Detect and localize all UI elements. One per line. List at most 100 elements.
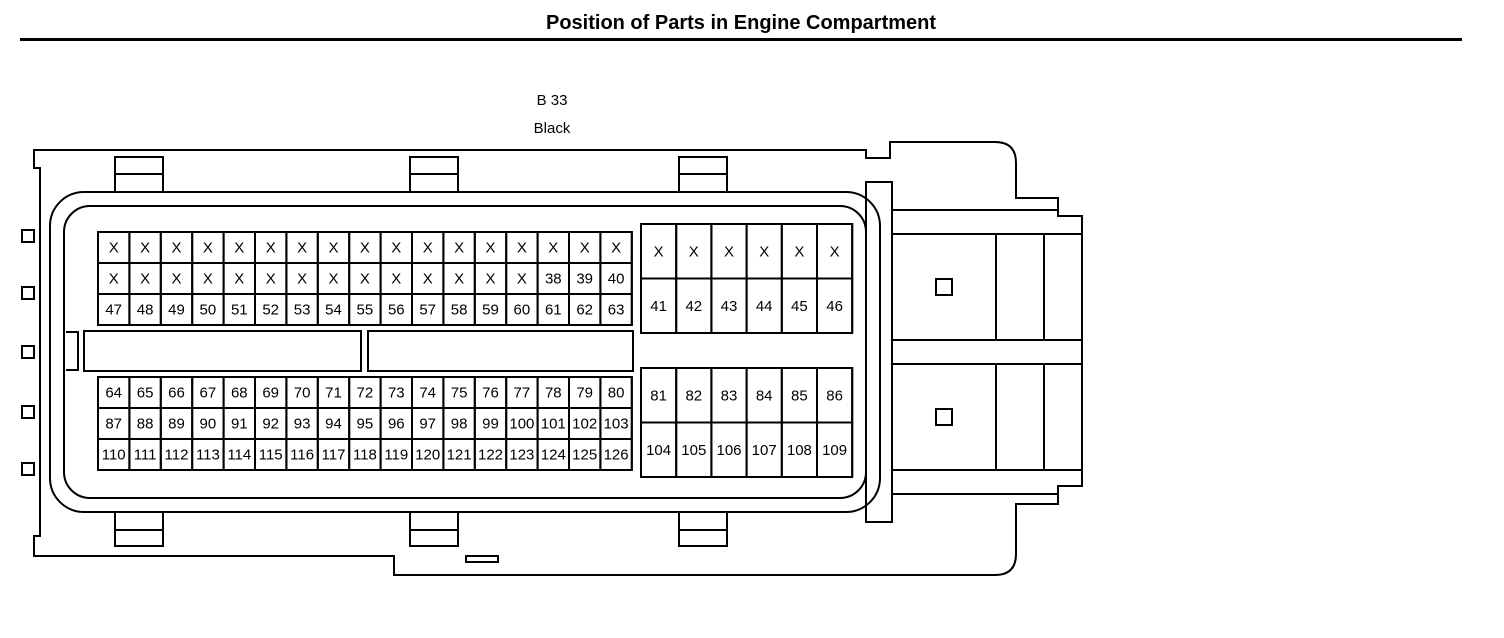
pin-number: 117 — [322, 447, 346, 464]
pin-number: 41 — [650, 298, 667, 315]
pin-number: 113 — [196, 447, 220, 464]
pin-number: 125 — [572, 447, 597, 464]
pin-number: 111 — [134, 447, 157, 464]
pin-number: 124 — [541, 447, 566, 464]
pin-number: 72 — [357, 385, 374, 402]
pin-unused-mark: X — [724, 244, 734, 261]
pin-number: 99 — [482, 416, 499, 433]
pin-number: 59 — [482, 302, 499, 319]
pin-number: 80 — [608, 385, 625, 402]
pin-number: 49 — [168, 302, 185, 319]
pin-number: 96 — [388, 416, 405, 433]
pin-number: 106 — [716, 442, 741, 459]
pin-number: 84 — [756, 388, 773, 405]
pin-unused-mark: X — [454, 240, 464, 257]
pin-number: 63 — [608, 302, 625, 319]
pin-number: 102 — [572, 416, 597, 433]
pin-unused-mark: X — [266, 240, 276, 257]
pin-unused-mark: X — [171, 240, 181, 257]
pin-number: 46 — [826, 298, 843, 315]
pin-unused-mark: X — [580, 240, 590, 257]
pin-cell — [599, 438, 633, 471]
connector-housing — [21, 141, 1083, 576]
pin-unused-mark: X — [140, 240, 150, 257]
pin-number: 82 — [685, 388, 702, 405]
pin-number: 71 — [325, 385, 342, 402]
pin-number: 93 — [294, 416, 311, 433]
pin-number: 42 — [685, 298, 702, 315]
pin-unused-mark: X — [423, 240, 433, 257]
pin-unused-mark: X — [517, 240, 527, 257]
pin-unused-mark: X — [391, 271, 401, 288]
pin-number: 62 — [576, 302, 593, 319]
pin-number: 95 — [357, 416, 374, 433]
pin-number: 104 — [646, 442, 671, 459]
pin-unused-mark: X — [234, 271, 244, 288]
pin-number: 67 — [200, 385, 217, 402]
pin-number: 100 — [509, 416, 534, 433]
pin-unused-mark: X — [109, 271, 119, 288]
pin-number: 126 — [604, 447, 629, 464]
pin-number: 89 — [168, 416, 185, 433]
pin-number: 51 — [231, 302, 248, 319]
pin-number: 119 — [384, 447, 408, 464]
pin-number: 98 — [451, 416, 468, 433]
pin-number: 68 — [231, 385, 248, 402]
pin-number: 40 — [608, 271, 625, 288]
pin-number: 97 — [419, 416, 436, 433]
pin-number: 81 — [650, 388, 667, 405]
pin-number: 118 — [353, 447, 377, 464]
pin-number: 65 — [137, 385, 154, 402]
pin-number: 39 — [576, 271, 593, 288]
pin-unused-mark: X — [203, 240, 213, 257]
pin-number: 116 — [290, 447, 314, 464]
pin-unused-mark: X — [423, 271, 433, 288]
pin-number: 103 — [604, 416, 629, 433]
pin-number: 54 — [325, 302, 342, 319]
pin-unused-mark: X — [234, 240, 244, 257]
pin-number: 47 — [105, 302, 122, 319]
pin-unused-mark: X — [611, 240, 621, 257]
pin-unused-mark: X — [203, 271, 213, 288]
pin-number: 110 — [102, 447, 126, 464]
pin-number: 77 — [514, 385, 531, 402]
pin-unused-mark: X — [454, 271, 464, 288]
pin-number: 123 — [509, 447, 534, 464]
pin-unused-mark: X — [517, 271, 527, 288]
pin-number: 53 — [294, 302, 311, 319]
pin-number: 50 — [200, 302, 217, 319]
pin-number: 91 — [231, 416, 248, 433]
pin-unused-mark: X — [391, 240, 401, 257]
pin-number: 78 — [545, 385, 562, 402]
pin-unused-mark: X — [794, 244, 804, 261]
pin-number: 69 — [262, 385, 279, 402]
connector-id-label: B 33 — [537, 92, 568, 109]
pin-unused-mark: X — [266, 271, 276, 288]
pin-unused-mark: X — [328, 271, 338, 288]
pin-number: 107 — [752, 442, 777, 459]
pin-unused-mark: X — [485, 240, 495, 257]
pin-number: 94 — [325, 416, 342, 433]
pin-number: 60 — [514, 302, 531, 319]
pin-number: 79 — [576, 385, 593, 402]
pin-cell — [816, 421, 854, 478]
pin-cell — [816, 277, 854, 334]
pin-number: 74 — [419, 385, 436, 402]
pin-unused-mark: X — [171, 271, 181, 288]
pin-number: 55 — [357, 302, 374, 319]
pin-number: 114 — [227, 447, 251, 464]
pin-number: 112 — [165, 447, 189, 464]
pin-number: 75 — [451, 385, 468, 402]
page-title: Position of Parts in Engine Compartment — [545, 12, 937, 34]
pin-number: 105 — [681, 442, 706, 459]
pin-number: 45 — [791, 298, 808, 315]
pin-number: 61 — [545, 302, 562, 319]
pin-number: 88 — [137, 416, 154, 433]
pin-number: 101 — [541, 416, 566, 433]
pin-unused-mark: X — [297, 271, 307, 288]
